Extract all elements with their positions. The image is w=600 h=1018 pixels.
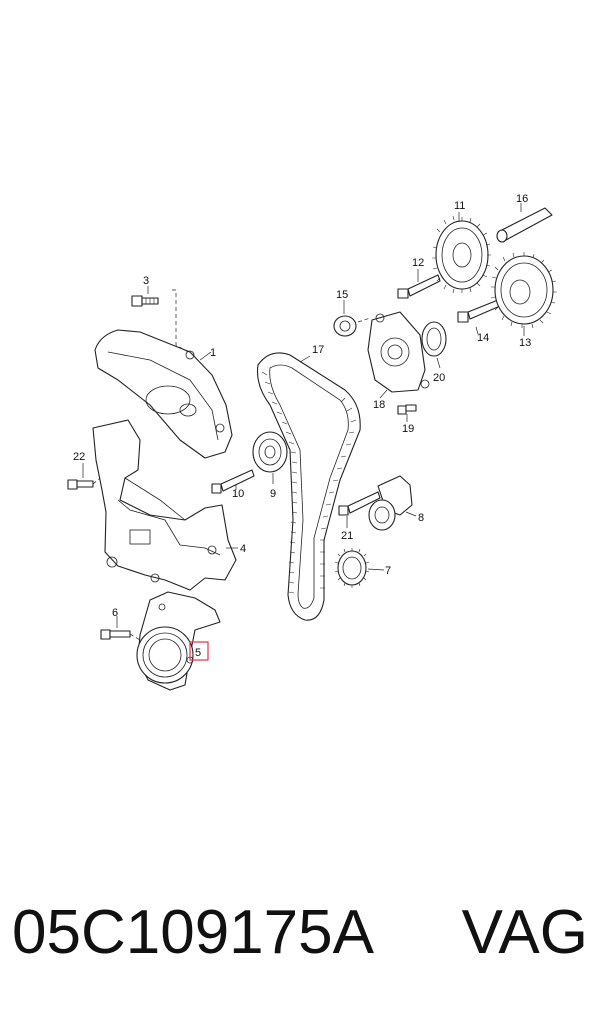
- bolt-19: [397, 404, 417, 415]
- pin-16: [496, 207, 553, 243]
- bolt-6: [100, 629, 131, 640]
- upper-timing-cover: [94, 329, 233, 459]
- crankshaft-sprocket-5: [136, 591, 221, 691]
- callout-16: 16: [516, 193, 528, 205]
- callout-13: 13: [519, 337, 531, 349]
- callout-21: 21: [341, 530, 353, 542]
- bolt-10: [211, 469, 255, 494]
- bolt-15: [333, 315, 357, 337]
- bolt-22: [67, 479, 94, 490]
- camshaft-sprocket-11: [432, 215, 491, 294]
- bolt-3: [131, 295, 159, 307]
- callout-4: 4: [240, 543, 246, 555]
- callout-18: 18: [373, 399, 385, 411]
- bolt-12: [397, 274, 441, 299]
- idler-sprocket-7: [334, 548, 370, 588]
- brand-name: VAG: [461, 898, 588, 967]
- callout-1: 1: [210, 347, 216, 359]
- camshaft-housing-18: [367, 311, 430, 393]
- callout-15: 15: [336, 289, 348, 301]
- timing-belt: [256, 352, 361, 621]
- callout-20: 20: [433, 372, 445, 384]
- callout-5: 5: [195, 647, 201, 659]
- tensioner-8: [368, 475, 413, 531]
- callout-11: 11: [454, 200, 465, 212]
- callout-6: 6: [112, 607, 118, 619]
- callout-5-highlight-box: [189, 641, 209, 661]
- seal-20: [421, 321, 447, 357]
- idler-roller-9: [252, 431, 288, 473]
- camshaft-sprocket-13: [490, 252, 557, 329]
- callout-12: 12: [412, 257, 424, 269]
- callout-22: 22: [73, 451, 85, 463]
- callout-3: 3: [143, 275, 149, 287]
- callout-8: 8: [418, 512, 424, 524]
- part-number: 05C109175A: [12, 898, 374, 967]
- rear-timing-cover: [92, 419, 237, 591]
- callout-10: 10: [232, 488, 244, 500]
- callout-9: 9: [270, 488, 276, 500]
- callout-14: 14: [477, 332, 489, 344]
- bolt-21: [338, 491, 381, 516]
- callout-17: 17: [312, 344, 324, 356]
- bolt-14: [457, 299, 501, 323]
- callout-7: 7: [385, 565, 391, 577]
- callout-19: 19: [402, 423, 414, 435]
